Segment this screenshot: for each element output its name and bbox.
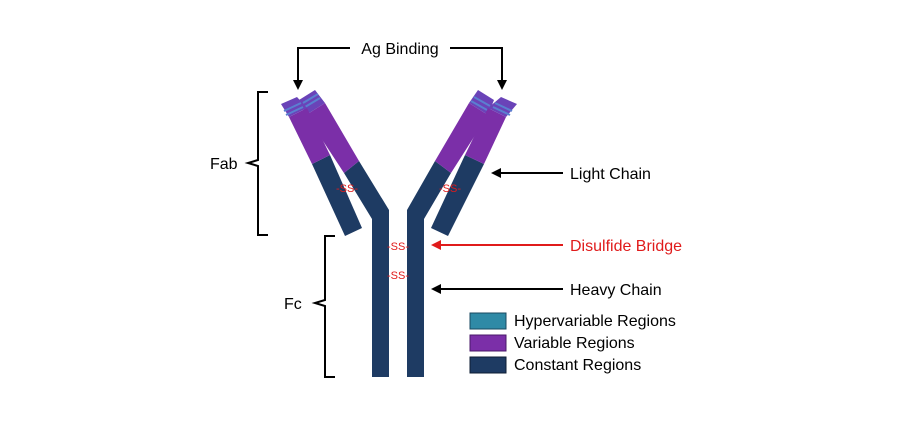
disulfide-label-hinge-lower: -SS- (387, 270, 409, 282)
light-chain-left (281, 97, 362, 236)
legend-swatch-constant (469, 356, 507, 374)
heavy-chain-left-variable (306, 103, 359, 173)
heavy-chain-left-stem (344, 161, 389, 377)
heavy-chain-label: Heavy Chain (570, 282, 662, 299)
legend-label-variable: Variable Regions (514, 335, 635, 352)
fab-bracket (244, 91, 268, 236)
legend-swatch-hypervariable (469, 312, 507, 330)
fc-label: Fc (284, 296, 302, 313)
light-chain-label: Light Chain (570, 166, 651, 183)
heavy-chain-right-variable (435, 103, 488, 173)
light-chain-left-variable (289, 108, 330, 164)
heavy-chain-left (299, 90, 389, 377)
ag-binding-label: Ag Binding (361, 41, 438, 58)
legend-label-hypervariable: Hypervariable Regions (514, 313, 676, 330)
legend-label-constant: Constant Regions (514, 357, 641, 374)
disulfide-label-hinge-upper: -SS- (387, 241, 409, 253)
light-chain-right-constant (431, 155, 484, 236)
fab-label: Fab (210, 156, 238, 173)
heavy-chain-right-stem (407, 161, 451, 377)
disulfide-label-right-arm: -SS- (439, 183, 461, 195)
light-chain-right-variable (465, 108, 506, 164)
light-chain-left-constant (312, 155, 362, 236)
disulfide-label-left-arm: -SS- (336, 183, 358, 195)
light-chain-right (431, 97, 517, 236)
ag-binding-bracket (293, 47, 507, 90)
legend: Hypervariable Regions Variable Regions C… (469, 312, 676, 374)
disulfide-bridge-label: Disulfide Bridge (570, 238, 682, 255)
legend-swatch-variable (469, 334, 507, 352)
fc-bracket (311, 235, 335, 378)
